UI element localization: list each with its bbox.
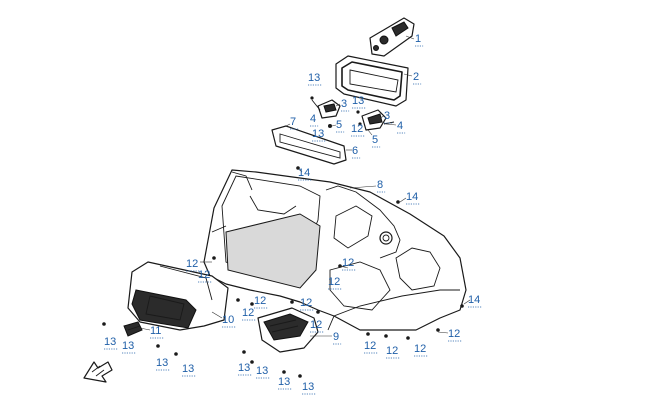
part-9-lower-tray [257, 307, 319, 353]
callout-5: 5 [372, 134, 378, 146]
callout-13: 13 [312, 128, 324, 140]
callout-labels: 1 2 3 3 4 4 5 5 6 7 8 9 10 11 12 12 12 1… [104, 33, 480, 393]
part-3-hinge-left [310, 96, 341, 128]
callout-12: 12 [300, 297, 312, 309]
part-10-side-box [127, 261, 229, 331]
callout-10: 10 [222, 314, 234, 326]
callout-3: 3 [341, 98, 347, 110]
callout-12: 12 [254, 295, 266, 307]
callout-12: 12 [351, 123, 363, 135]
part-3-hinge-right [356, 109, 395, 131]
callout-14: 14 [468, 294, 480, 306]
callout-12: 12 [198, 269, 210, 281]
part-1-latch-bracket [369, 17, 415, 57]
callout-11: 11 [150, 325, 161, 337]
callout-12: 12 [448, 328, 460, 340]
callout-1: 1 [415, 33, 421, 45]
callout-14: 14 [298, 167, 310, 179]
part-11-clip [123, 321, 143, 337]
callout-12: 12 [342, 257, 354, 269]
callout-4: 4 [310, 113, 316, 125]
callout-13: 13 [308, 72, 320, 84]
leader-lines [139, 35, 471, 337]
callout-9: 9 [333, 331, 339, 343]
direction-arrow-icon [83, 361, 113, 383]
callout-5: 5 [336, 119, 342, 131]
callout-12: 12 [328, 276, 340, 288]
callout-13: 13 [104, 336, 116, 348]
callout-6: 6 [352, 145, 358, 157]
callout-12: 12 [186, 258, 198, 270]
callout-13: 13 [352, 95, 364, 107]
part-2-lid-frame [335, 55, 409, 107]
callout-13: 13 [238, 362, 250, 374]
callout-13: 13 [256, 365, 268, 377]
callout-4: 4 [397, 120, 403, 132]
callout-13: 13 [156, 357, 168, 369]
callout-12: 12 [414, 343, 426, 355]
callout-13: 13 [122, 340, 134, 352]
callout-12: 12 [310, 319, 322, 331]
callout-12: 12 [242, 307, 254, 319]
callout-13: 13 [278, 376, 290, 388]
callout-12: 12 [386, 345, 398, 357]
callout-13: 13 [182, 363, 194, 375]
fasteners [102, 166, 464, 378]
callout-2: 2 [413, 71, 419, 83]
callout-14: 14 [406, 191, 418, 203]
callout-8: 8 [377, 179, 383, 191]
callout-13: 13 [302, 381, 314, 393]
part-6-seal-gasket [271, 125, 347, 165]
part-8-main-body [203, 169, 467, 331]
callout-12: 12 [364, 340, 376, 352]
callout-7: 7 [290, 116, 296, 128]
callout-3: 3 [384, 110, 390, 122]
